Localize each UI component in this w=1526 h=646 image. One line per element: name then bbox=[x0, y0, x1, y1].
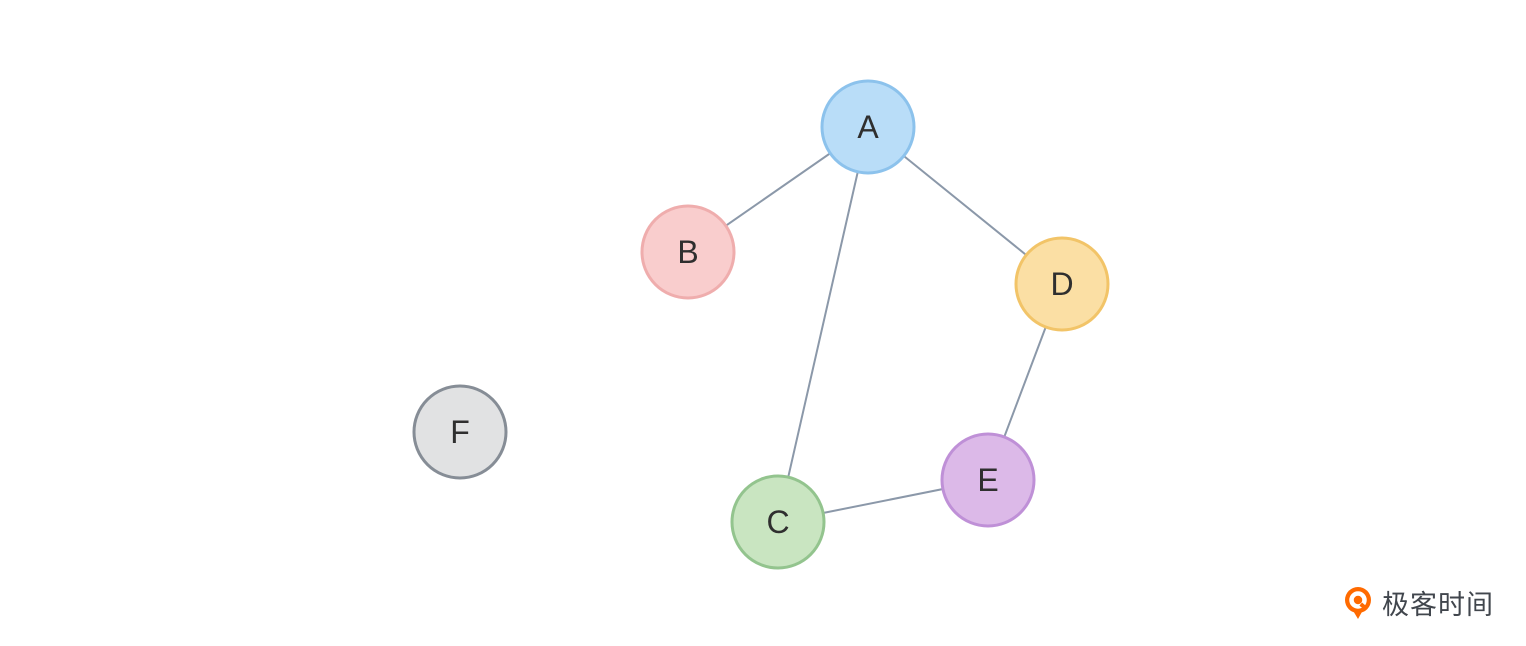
brand-watermark: 极客时间 bbox=[1342, 583, 1494, 622]
geektime-logo-icon bbox=[1345, 586, 1371, 619]
graph-node-A[interactable]: A bbox=[820, 79, 916, 175]
node-circle-B[interactable] bbox=[640, 204, 736, 300]
edge-A-C bbox=[777, 126, 869, 523]
graph-node-C[interactable]: C bbox=[730, 474, 826, 570]
node-circle-E[interactable] bbox=[940, 432, 1036, 528]
graph-node-F[interactable]: F bbox=[412, 384, 508, 480]
nodes-layer: AB C D E F bbox=[412, 79, 1110, 570]
graph-node-D[interactable]: D bbox=[1014, 236, 1110, 332]
node-circle-F[interactable] bbox=[412, 384, 508, 480]
node-circle-A[interactable] bbox=[820, 79, 916, 175]
brand-text: 极客时间 bbox=[1382, 590, 1494, 620]
graph-node-E[interactable]: E bbox=[940, 432, 1036, 528]
graph-node-B[interactable]: B bbox=[640, 204, 736, 300]
node-circle-C[interactable] bbox=[730, 474, 826, 570]
node-circle-D[interactable] bbox=[1014, 236, 1110, 332]
